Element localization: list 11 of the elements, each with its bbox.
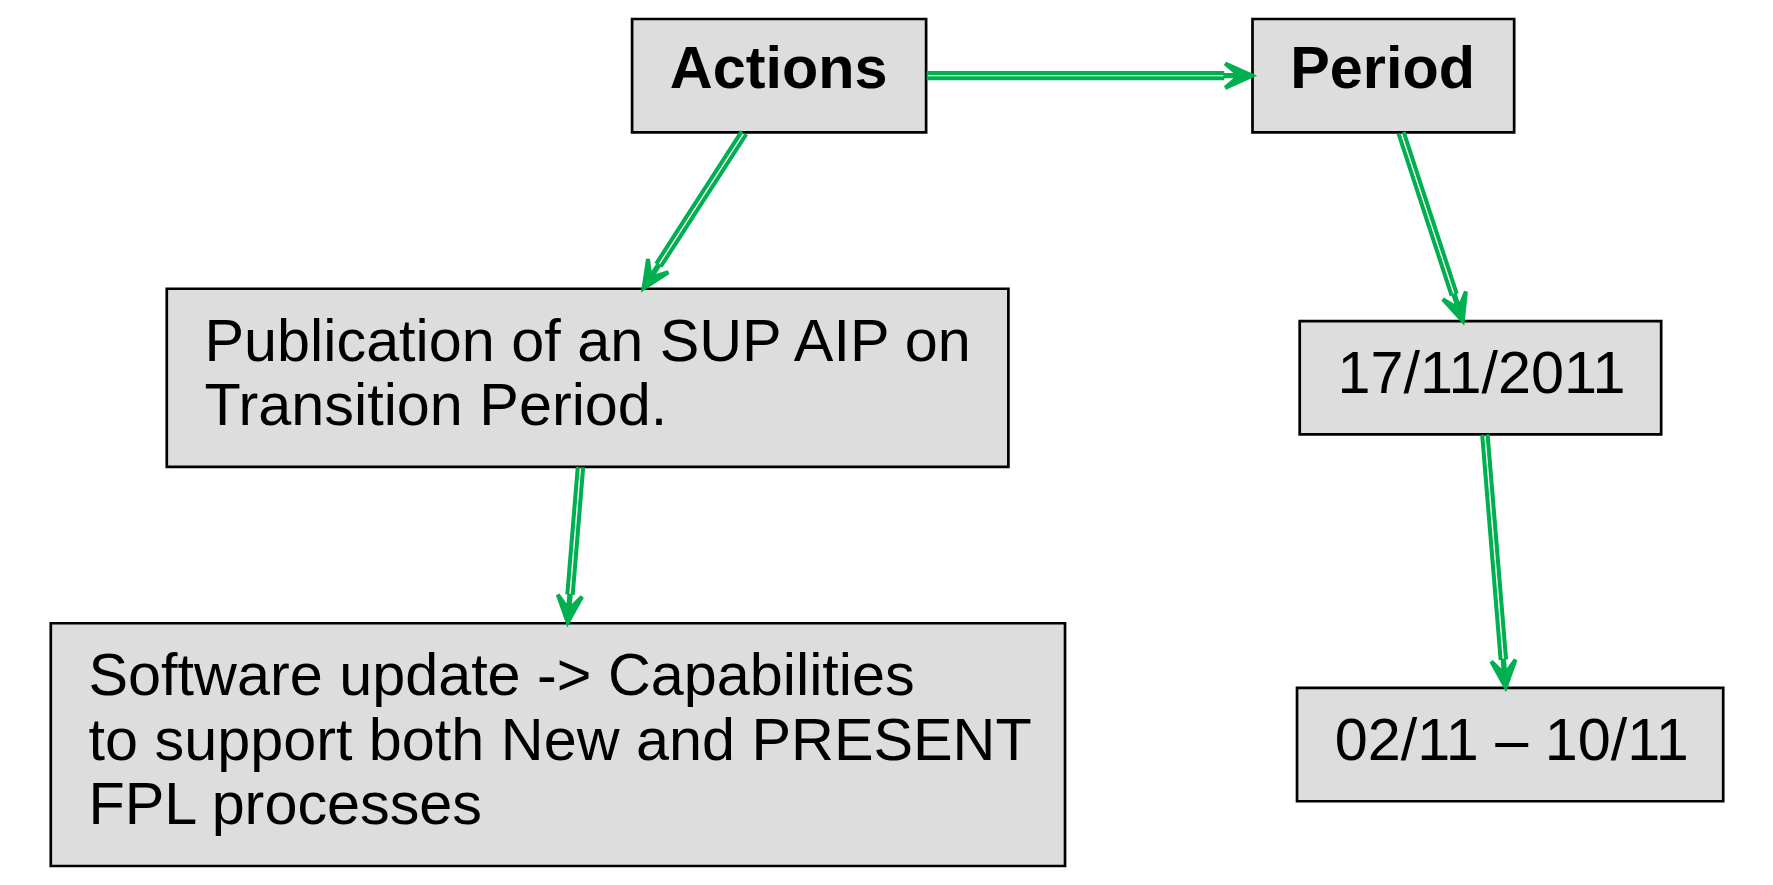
node-box: 02/11 – 10/11 xyxy=(1295,686,1725,803)
arrow xyxy=(1396,131,1468,323)
arrow xyxy=(1479,434,1518,690)
arrow xyxy=(641,130,748,291)
node-box: 17/11/2011 xyxy=(1297,319,1662,436)
arrow xyxy=(926,61,1254,90)
node-box: Publication of an SUP AIP on Transition Period. xyxy=(164,287,1010,469)
node-box: Actions xyxy=(630,17,927,134)
arrow xyxy=(555,466,585,625)
node-box: Software update -> Capabilities to support both New and PRESENT FPL processes xyxy=(48,621,1066,868)
node-box: Period xyxy=(1250,17,1515,134)
